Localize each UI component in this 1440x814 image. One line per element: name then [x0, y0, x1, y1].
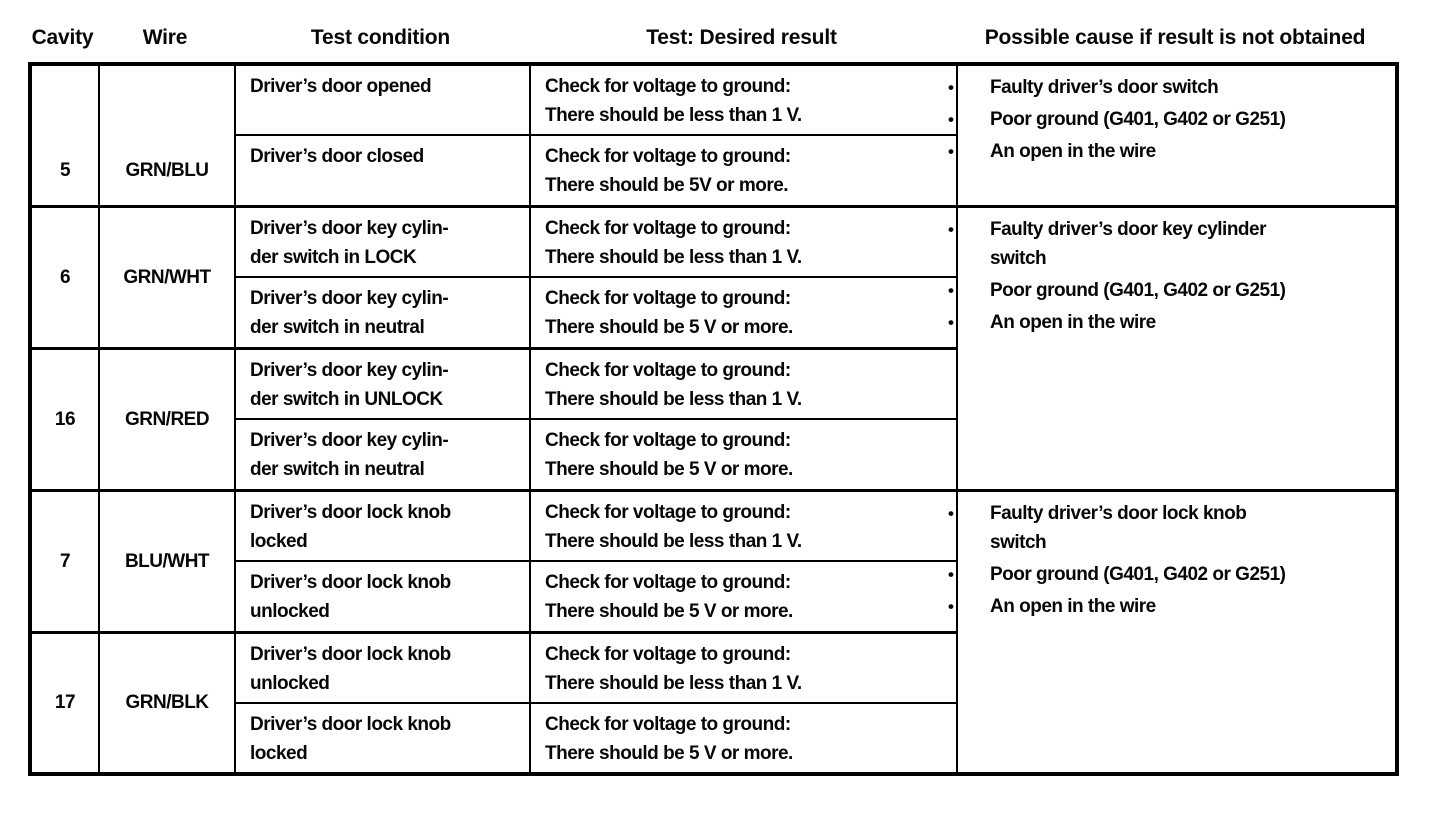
cavity-cell: 16 — [29, 346, 100, 491]
table-row: Driver’s door lock knob locked Check for… — [30, 702, 1397, 775]
desired-result-cell: Check for voltage to ground: There shoul… — [529, 560, 958, 633]
test-condition-cell: Driver’s door key cylin- der switch in n… — [234, 418, 531, 491]
table-row: 5 GRN/BLU Driver’s door opened Check for… — [29, 62, 1398, 207]
cause-text: An open in the wire — [990, 311, 1156, 333]
cause-item: • Poor ground (G401, G402 or G251) — [948, 105, 1389, 134]
test-condition-cell: Driver’s door closed — [234, 134, 531, 207]
bullet-icon: • — [948, 110, 954, 129]
cause-text: Faulty driver’s door lock knob switch — [990, 502, 1247, 553]
cause-item: • Poor ground (G401, G402 or G251) — [948, 276, 1389, 305]
column-header-desired-result: Test: Desired result — [646, 26, 837, 49]
table-row: Driver’s door lock knob unlocked Check f… — [30, 560, 1397, 633]
wire-cell: GRN/BLK — [98, 630, 236, 775]
cause-text: Poor ground (G401, G402 or G251) — [990, 279, 1286, 301]
test-condition-cell: Driver’s door key cylin- der switch in n… — [234, 276, 531, 349]
bullet-icon: • — [948, 142, 954, 161]
cause-text: Faulty driver’s door key cylinder switch — [990, 218, 1267, 269]
desired-result-cell: Check for voltage to ground: There shoul… — [529, 134, 958, 207]
wire-cell: GRN/RED — [98, 346, 236, 491]
cause-text: Poor ground (G401, G402 or G251) — [990, 109, 1286, 130]
table-row: Driver’s door key cylin- der switch in n… — [30, 276, 1397, 349]
bullet-icon: • — [948, 312, 954, 332]
cause-item: • Faulty driver’s door lock knob switch — [948, 499, 1389, 557]
bullet-icon: • — [948, 78, 954, 97]
bullet-icon: • — [948, 503, 954, 523]
test-condition-cell: Driver’s door opened — [234, 62, 531, 136]
desired-result-cell: Check for voltage to ground: There shoul… — [529, 630, 958, 704]
test-condition-cell: Driver’s door lock knob unlocked — [234, 560, 531, 633]
desired-result-cell: Check for voltage to ground: There shoul… — [529, 418, 958, 491]
cavity-cell: 5 — [29, 62, 100, 207]
cause-item: • Poor ground (G401, G402 or G251) — [948, 560, 1389, 589]
wire-cell: GRN/WHT — [98, 204, 236, 349]
column-header-possible-cause: Possible cause if result is not obtained — [984, 26, 1366, 49]
table-row: Driver’s door key cylin- der switch in n… — [30, 418, 1397, 491]
table-row: 16 GRN/RED Driver’s door key cylin- der … — [29, 346, 1397, 491]
wire-cell: GRN/BLU — [98, 62, 236, 207]
test-condition-cell: Driver’s door key cylin- der switch in U… — [234, 346, 531, 420]
test-condition-cell: Driver’s door lock knob locked — [234, 702, 531, 775]
cause-text: Poor ground (G401, G402 or G251) — [990, 563, 1286, 585]
cause-text: An open in the wire — [990, 141, 1156, 162]
table-row: 6 GRN/WHT Driver’s door key cylin- der s… — [29, 204, 1398, 491]
wire-cell: BLU/WHT — [98, 488, 236, 633]
desired-result-cell: Check for voltage to ground: There shoul… — [529, 276, 958, 349]
desired-result-cell: Check for voltage to ground: There shoul… — [529, 702, 958, 775]
column-header-cavity: Cavity — [31, 26, 94, 49]
cause-text: An open in the wire — [990, 595, 1156, 617]
cause-item: • An open in the wire — [948, 592, 1389, 621]
bullet-icon: • — [948, 280, 954, 300]
cause-item: • An open in the wire — [948, 137, 1389, 166]
cause-item: • An open in the wire — [948, 308, 1389, 337]
table-row: Driver’s door closed Check for voltage t… — [30, 134, 1397, 207]
cause-item: • Faulty driver’s door key cylinder switc… — [948, 215, 1389, 273]
possible-cause-cell: • Faulty driver’s door lock knob switch •… — [948, 488, 1398, 775]
bullet-icon: • — [948, 596, 954, 616]
test-condition-cell: Driver’s door lock knob unlocked — [234, 630, 531, 704]
possible-cause-cell: • Faulty driver’s door key cylinder switc… — [948, 204, 1398, 491]
cavity-cell: 7 — [29, 488, 100, 633]
test-condition-cell: Driver’s door lock knob locked — [234, 488, 531, 562]
troubleshooting-table: 5 GRN/BLU Driver’s door opened Check for… — [28, 62, 1399, 776]
bullet-icon: • — [948, 564, 954, 584]
desired-result-cell: Check for voltage to ground: There shoul… — [529, 346, 958, 420]
desired-result-cell: Check for voltage to ground: There shoul… — [529, 204, 958, 278]
table-column-headers: Cavity Wire Test condition Test: Desired… — [28, 24, 1395, 52]
test-condition-cell: Driver’s door key cylin- der switch in L… — [234, 204, 531, 278]
possible-cause-cell: • Faulty driver’s door switch • Poor groun… — [948, 62, 1398, 207]
desired-result-cell: Check for voltage to ground: There shoul… — [529, 488, 958, 562]
bullet-icon: • — [948, 219, 954, 239]
table-row: 17 GRN/BLK Driver’s door lock knob unloc… — [29, 630, 1397, 775]
cause-item: • Faulty driver’s door switch — [948, 73, 1389, 102]
table-row: 7 BLU/WHT Driver’s door lock knob locked… — [29, 488, 1398, 775]
cavity-cell: 17 — [29, 630, 100, 775]
column-header-wire: Wire — [142, 26, 188, 49]
column-header-test-condition: Test condition — [310, 26, 451, 49]
cause-text: Faulty driver’s door switch — [990, 77, 1219, 98]
desired-result-cell: Check for voltage to ground: There shoul… — [529, 62, 958, 136]
cavity-cell: 6 — [29, 204, 100, 349]
